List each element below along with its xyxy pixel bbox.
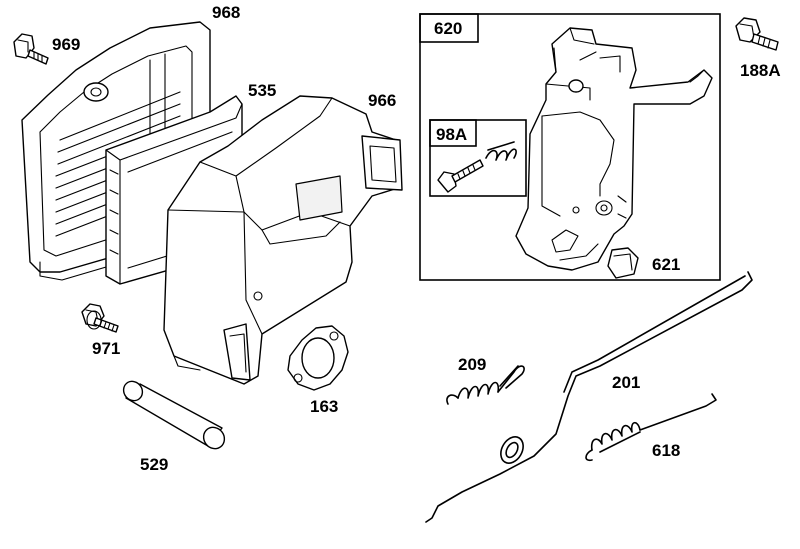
label-188A: 188A (740, 61, 781, 80)
label-968: 968 (212, 3, 240, 22)
group-98A-tag (429, 119, 477, 147)
gasket-part (287, 325, 349, 391)
group-620-frame (419, 13, 721, 281)
mounting-screw-part (81, 303, 119, 333)
cover-screw-part (13, 33, 49, 65)
governor-link-part (425, 271, 753, 523)
spacer-tube-part (122, 380, 226, 450)
control-bracket-group (419, 13, 721, 281)
label-618: 618 (652, 441, 680, 460)
label-529: 529 (140, 455, 168, 474)
label-209: 209 (458, 355, 486, 374)
label-966: 966 (368, 91, 396, 110)
label-163: 163 (310, 397, 338, 416)
label-971: 971 (92, 339, 120, 358)
label-620: 620 (434, 19, 462, 38)
group-620-tag (419, 13, 479, 43)
label-969: 969 (52, 35, 80, 54)
label-535: 535 (248, 81, 276, 100)
clip-part (607, 247, 639, 279)
group-98A-frame (429, 119, 527, 197)
governor-spring-small-part (446, 365, 525, 405)
label-621: 621 (652, 255, 680, 274)
label-98A: 98A (436, 125, 467, 144)
label-201: 201 (612, 373, 640, 392)
screw-spring-kit-group (429, 119, 527, 197)
air-cleaner-base-part (163, 95, 403, 385)
governor-spring-part (585, 393, 717, 462)
bracket-screw-part (735, 17, 779, 51)
